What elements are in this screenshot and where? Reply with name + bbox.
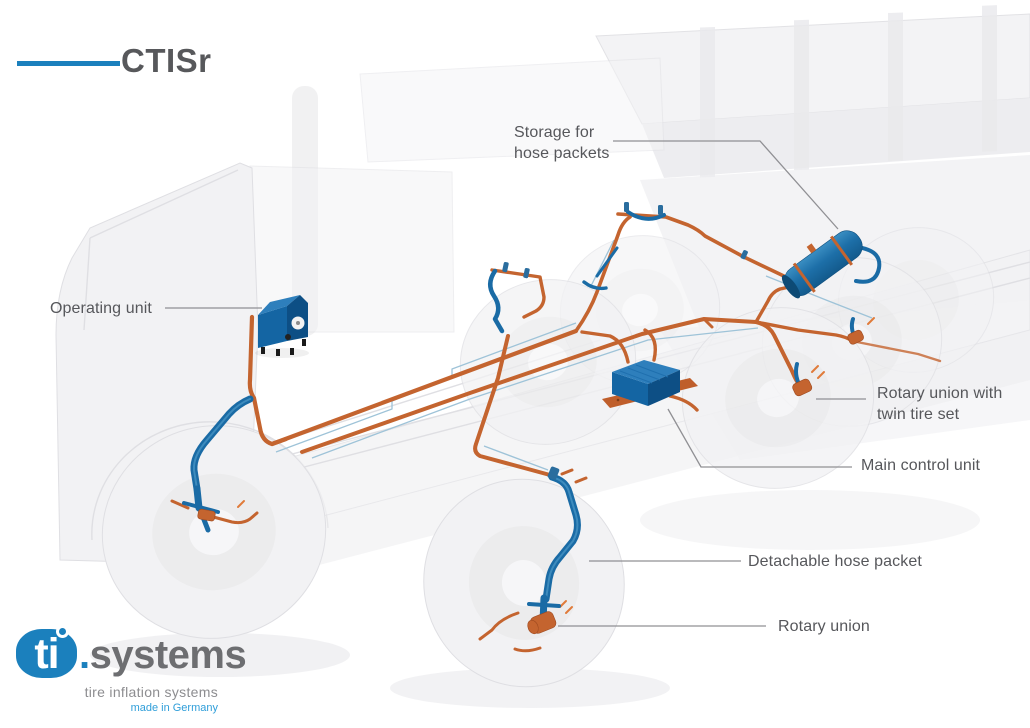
- label-storage: Storage for hose packets: [514, 124, 610, 162]
- main-control-unit-box: [602, 360, 698, 408]
- logo-tagline: tire inflation systems: [84, 684, 218, 700]
- rotary-union-front: [197, 508, 216, 522]
- logo-made-in: made in Germany: [130, 702, 218, 714]
- operating-unit-box: [255, 295, 309, 358]
- logo-mark: ti: [16, 625, 77, 678]
- leader-storage: [613, 140, 839, 230]
- company-logo: ti .systems tire inflation systems made …: [16, 625, 247, 714]
- storage-loop-hose: [854, 245, 882, 284]
- front-left-wheel: [101, 425, 327, 639]
- mid-axle-hose: [488, 268, 505, 334]
- storage-cylinder: [781, 230, 863, 299]
- label-operating-unit: Operating unit: [50, 300, 152, 317]
- ground-shadows: [90, 490, 980, 708]
- rotary-unions: [197, 329, 864, 635]
- label-main-control-unit: Main control unit: [861, 457, 981, 474]
- label-detachable-hose-packet: Detachable hose packet: [748, 553, 922, 570]
- logo-i-dot: [56, 625, 69, 638]
- leader-main-control-unit: [667, 408, 852, 468]
- rotary-union-second-axle: [527, 611, 557, 635]
- label-rotary-union: Rotary union: [778, 618, 870, 635]
- rotary-union-rear-outer: [847, 329, 864, 345]
- page-title: CTISr: [121, 42, 212, 79]
- title-underline: [17, 61, 120, 66]
- label-rotary-union-twin: Rotary union with twin tire set: [877, 385, 1003, 423]
- leader-lines: [165, 140, 866, 627]
- rotary-union-rear: [792, 378, 813, 397]
- pipe-clamps: [502, 202, 748, 480]
- control-knob: [285, 334, 291, 340]
- rear-wheel-front: [681, 307, 875, 489]
- logo-wordmark: .systems: [79, 633, 247, 677]
- top-axle-hose: [626, 210, 666, 221]
